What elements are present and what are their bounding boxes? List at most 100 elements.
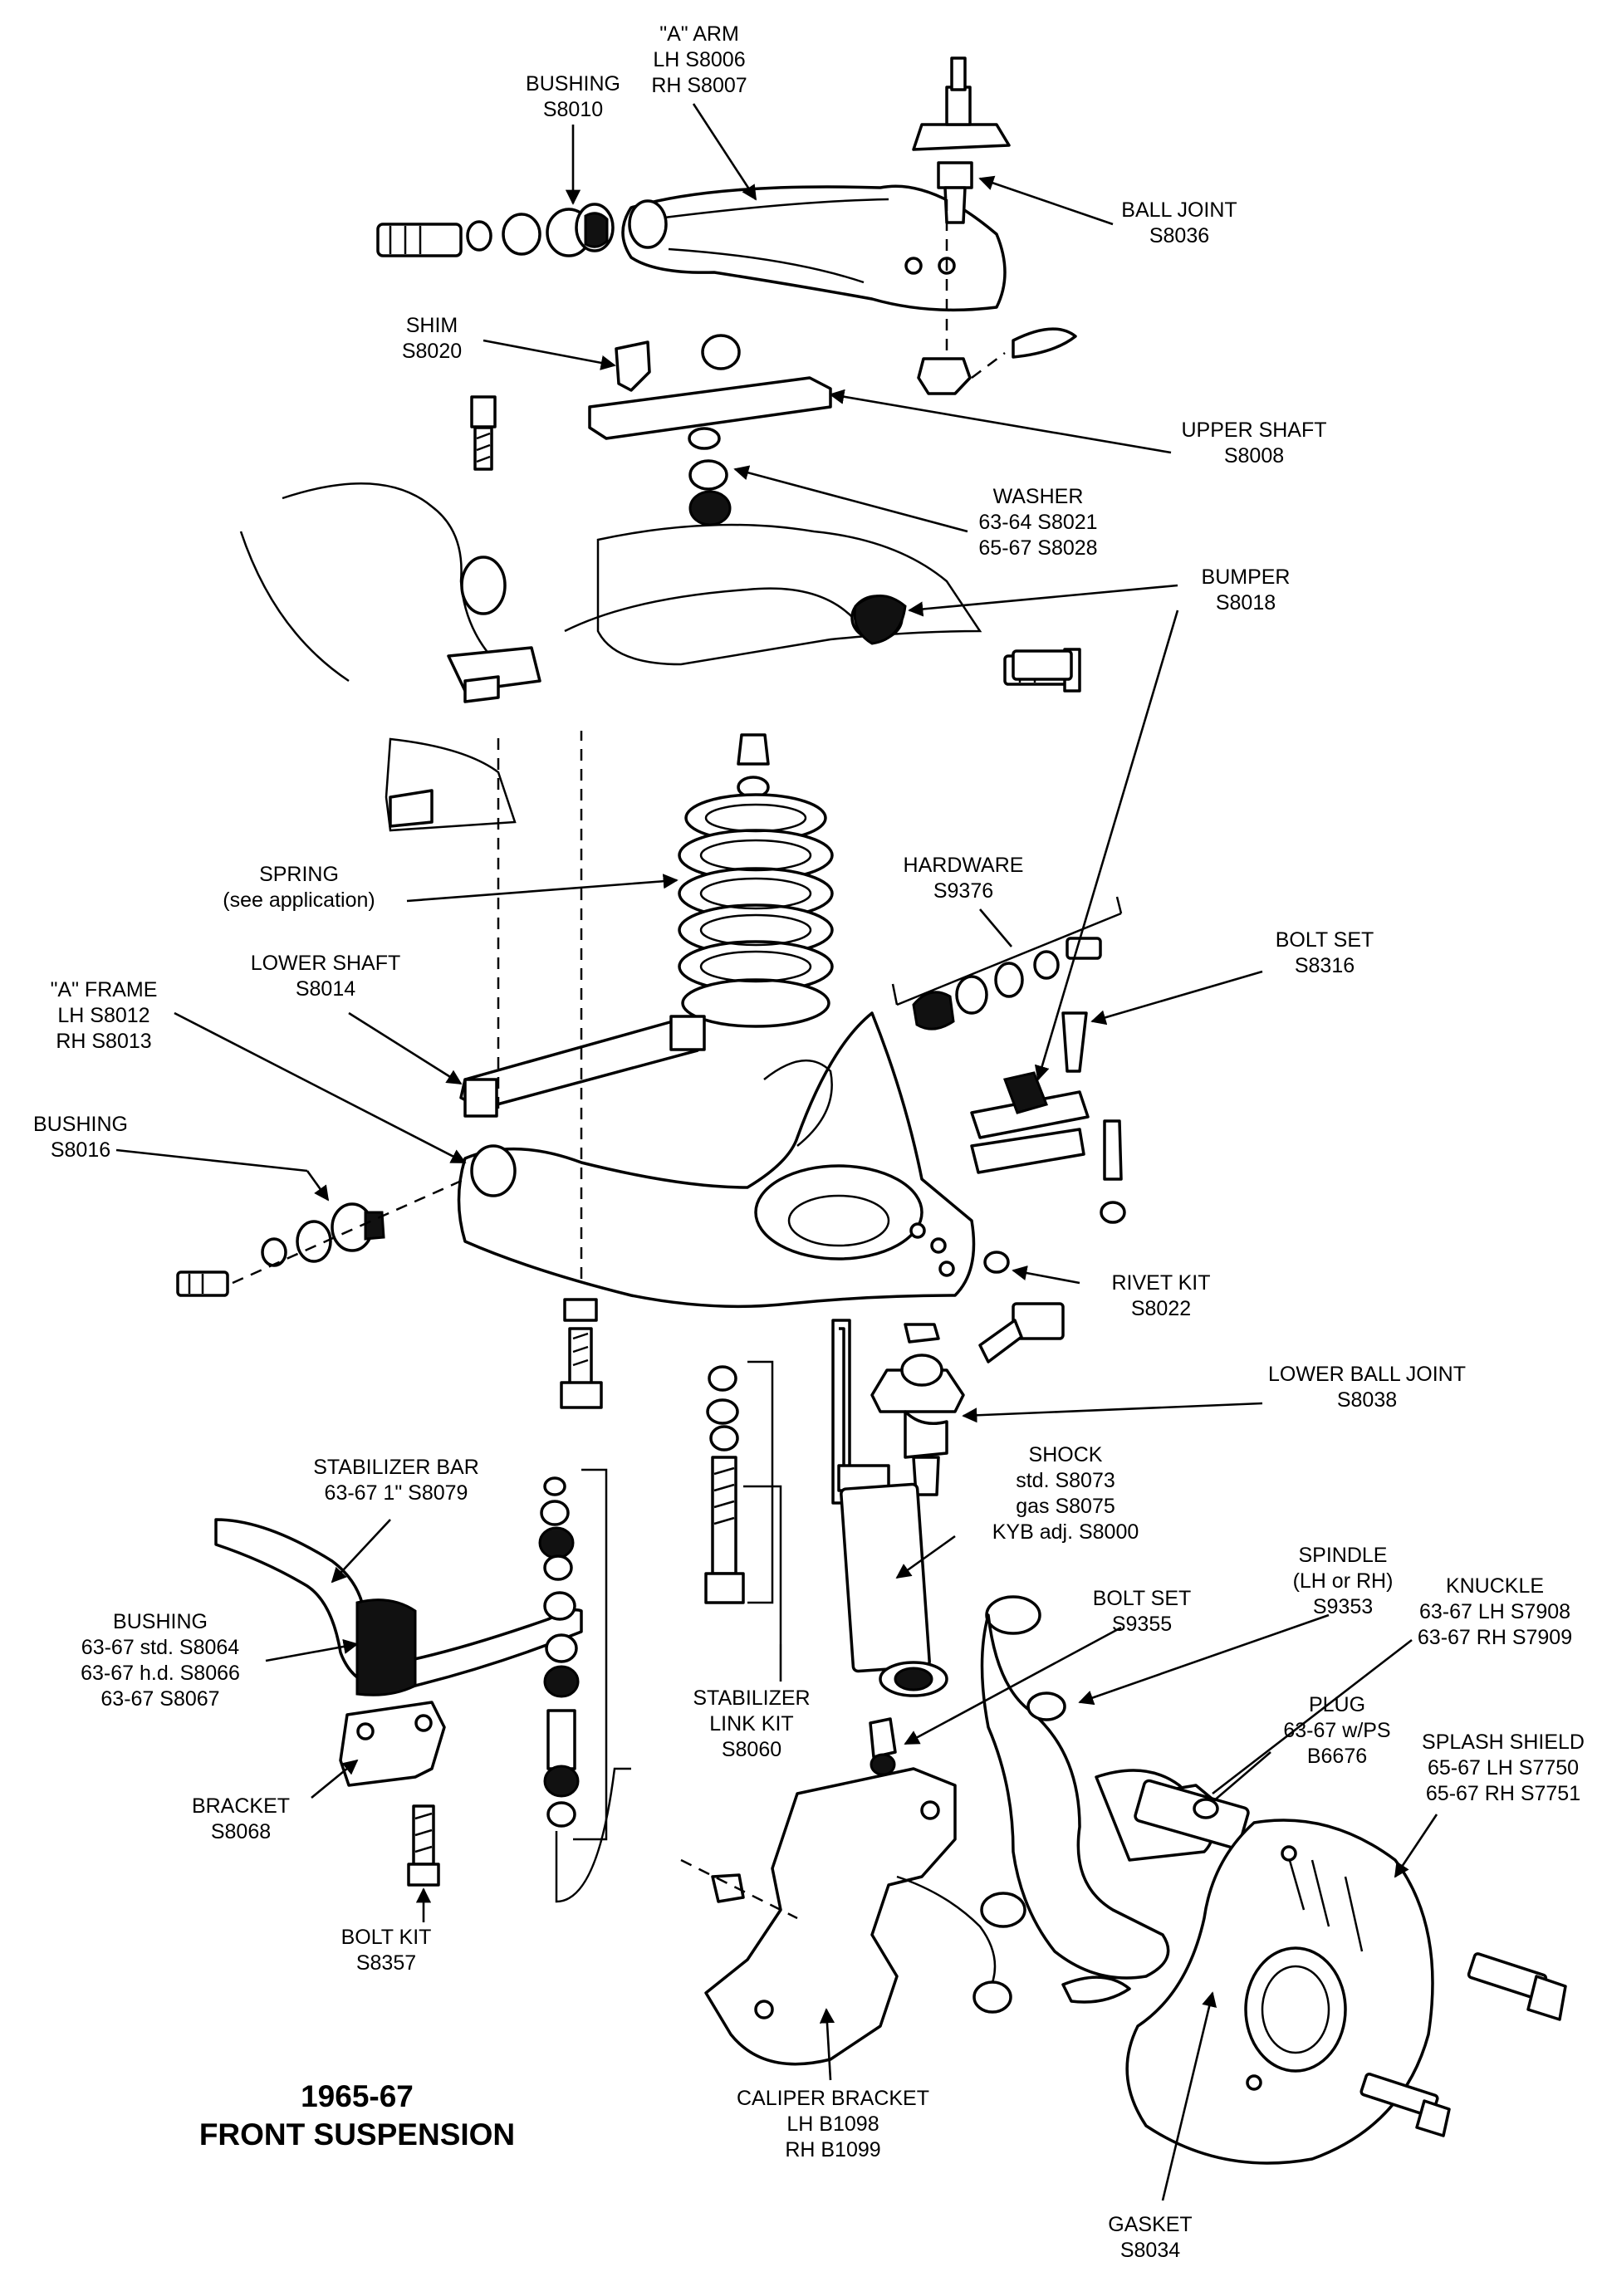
label-a-arm: "A" ARM LH S8006 RH S8007 xyxy=(651,22,747,99)
splash-shield-name: SPLASH SHIELD xyxy=(1422,1731,1585,1754)
hardware-part: S9376 xyxy=(933,879,994,903)
label-hardware: HARDWARE S9376 xyxy=(904,853,1024,904)
caliper-bracket-name: CALIPER BRACKET xyxy=(736,2087,930,2110)
caliper-bracket-rh-part: RH B1099 xyxy=(785,2138,881,2161)
label-gasket: GASKET S8034 xyxy=(1108,2212,1192,2264)
stabilizer-bar-part: 63-67 1" S8079 xyxy=(324,1481,468,1505)
rivet-kit-part: S8022 xyxy=(1130,1297,1192,1320)
knuckle-lh-part: 63-67 LH S7908 xyxy=(1418,1600,1571,1623)
shim-part: S8020 xyxy=(401,340,463,363)
shock-part xyxy=(831,1319,948,1697)
shock-name: SHOCK xyxy=(1028,1443,1103,1466)
plug-part: B6676 xyxy=(1306,1745,1368,1768)
lower-ball-joint-name: LOWER BALL JOINT xyxy=(1267,1363,1467,1386)
label-plug: PLUG 63-67 w/PS B6676 xyxy=(1283,1692,1390,1770)
bolt-set-8316-name: BOLT SET xyxy=(1275,928,1374,952)
shim-name: SHIM xyxy=(405,314,458,337)
bushing-lower-part: S8016 xyxy=(50,1138,111,1162)
bracket-name: BRACKET xyxy=(191,1794,291,1818)
stabilizer-link-kit-stack-left xyxy=(538,1468,631,1903)
gasket-name: GASKET xyxy=(1108,2213,1193,2236)
stabilizer-link-kit-name-1: STABILIZER xyxy=(693,1687,811,1710)
splash-shield-part xyxy=(1125,1819,1434,2165)
caliper-nut xyxy=(680,1858,798,1920)
bolt-set-9355-name: BOLT SET xyxy=(1092,1587,1192,1610)
spindle-name: SPINDLE xyxy=(1298,1544,1388,1567)
stabilizer-link-stack xyxy=(704,1360,782,1644)
bumper-bolt xyxy=(978,1302,1065,1363)
shock-gas-part: gas S8075 xyxy=(1016,1495,1115,1518)
label-stabilizer-bar: STABILIZER BAR 63-67 1" S8079 xyxy=(313,1455,479,1506)
bolt-kit-name: BOLT KIT xyxy=(340,1926,432,1949)
label-bushing-lower: BUSHING S8016 xyxy=(33,1112,128,1163)
gasket-part: S8034 xyxy=(1119,2239,1181,2262)
a-frame-name: "A" FRAME xyxy=(50,978,158,1001)
lower-ball-joint-part: S8038 xyxy=(1336,1388,1398,1412)
bushing-stab-hd-part: 63-67 h.d. S8066 xyxy=(81,1662,240,1685)
leader-lines xyxy=(115,103,1438,2201)
label-spring: SPRING (see application) xyxy=(223,862,375,913)
lower-shaft-part xyxy=(459,1015,706,1118)
bolt-kit-part: S8357 xyxy=(355,1951,417,1975)
a-frame-lh-part: LH S8012 xyxy=(57,1004,150,1027)
label-bolt-set-9355: BOLT SET S9355 xyxy=(1093,1586,1192,1638)
lower-shaft-part: S8014 xyxy=(295,977,356,1001)
hardware-stack xyxy=(891,896,1123,1073)
rivet-kit-part xyxy=(904,1251,1010,1344)
label-spindle: SPINDLE (LH or RH) S9353 xyxy=(1293,1543,1394,1620)
label-ball-joint: BALL JOINT S8036 xyxy=(1121,198,1237,249)
label-splash-shield: SPLASH SHIELD 65-67 LH S7750 65-67 RH S7… xyxy=(1422,1730,1585,1807)
spindle-part xyxy=(980,1595,1250,1980)
stabilizer-link-kit-name-2: LINK KIT xyxy=(709,1712,794,1735)
a-arm-name: "A" ARM xyxy=(659,22,739,46)
label-shim: SHIM S8020 xyxy=(402,313,462,365)
frame-bolt-lower-left xyxy=(497,731,603,1409)
spindle-part: S9353 xyxy=(1312,1595,1374,1618)
caliper-bracket-lh-part: LH B1098 xyxy=(786,2112,879,2136)
label-bushing-upper: BUSHING S8010 xyxy=(526,71,620,123)
bumper-part: S8018 xyxy=(1215,591,1276,614)
bushing-lower-name: BUSHING xyxy=(33,1113,128,1136)
hardware-name: HARDWARE xyxy=(903,854,1024,877)
washer-part-63-64: 63-64 S8021 xyxy=(978,511,1098,534)
plug-note: 63-67 w/PS xyxy=(1283,1719,1391,1742)
rivet-kit-name: RIVET KIT xyxy=(1111,1271,1211,1295)
upper-ball-joint-nut-and-cotter xyxy=(917,199,1077,395)
splash-shield-bolts xyxy=(1359,1952,1567,2137)
shock-kyb-part: KYB adj. S8000 xyxy=(992,1520,1139,1544)
label-bolt-set-8316: BOLT SET S8316 xyxy=(1276,928,1374,979)
bolt-set-9355-part xyxy=(869,1717,897,1776)
lower-bumper-bracket xyxy=(970,1071,1126,1224)
knuckle-rh-part: 63-67 RH S7909 xyxy=(1417,1626,1573,1649)
diagram-title-name: FRONT SUSPENSION xyxy=(198,2117,516,2152)
bolt-set-9355-part: S9355 xyxy=(1111,1613,1173,1636)
bushing-stab-name: BUSHING xyxy=(113,1610,208,1633)
diagram-title-years: 1965-67 xyxy=(301,2079,414,2113)
stabilizer-bolt-kit-part xyxy=(407,1804,440,1887)
spindle-note: (LH or RH) xyxy=(1292,1569,1394,1593)
stabilizer-bracket-part xyxy=(339,1701,446,1787)
washer-part-65-67: 65-67 S8028 xyxy=(978,536,1098,560)
upper-bushing-bolt-assembly xyxy=(376,203,615,257)
upper-shaft-name: UPPER SHAFT xyxy=(1181,419,1327,442)
lower-ball-joint-part xyxy=(870,1354,965,1496)
label-bumper: BUMPER S8018 xyxy=(1202,565,1291,616)
label-lower-shaft: LOWER SHAFT S8014 xyxy=(251,951,401,1002)
label-rivet-kit: RIVET KIT S8022 xyxy=(1111,1270,1210,1322)
bushing-stab-part: 63-67 S8067 xyxy=(100,1687,220,1711)
label-a-frame: "A" FRAME LH S8012 RH S8013 xyxy=(51,977,158,1055)
shock-std-part: std. S8073 xyxy=(1016,1469,1115,1492)
plug-part xyxy=(1193,1798,1219,1819)
label-lower-ball-joint: LOWER BALL JOINT S8038 xyxy=(1268,1362,1466,1413)
stabilizer-link-kit-part: S8060 xyxy=(721,1738,782,1761)
bracket-part: S8068 xyxy=(210,1820,272,1843)
label-bolt-kit: BOLT KIT S8357 xyxy=(341,1925,432,1976)
coil-spring-part xyxy=(678,733,834,1028)
shim-part xyxy=(615,340,651,392)
label-washer: WASHER 63-64 S8021 65-67 S8028 xyxy=(978,484,1097,561)
lower-a-frame-part xyxy=(457,1011,976,1309)
bushing-stab-std-part: 63-67 std. S8064 xyxy=(81,1636,240,1659)
stabilizer-bar-part xyxy=(214,1518,583,1696)
a-frame-rh-part: RH S8013 xyxy=(56,1030,152,1053)
